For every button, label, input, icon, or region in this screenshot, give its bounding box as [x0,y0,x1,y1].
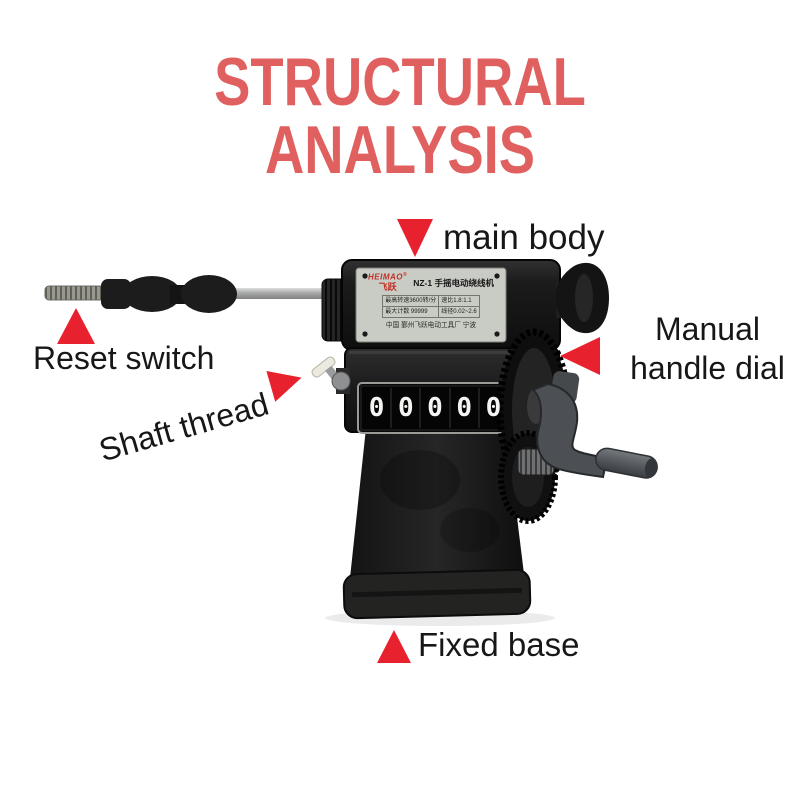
counter-digit: 0 [456,393,473,423]
counter-digit-cell: 0 [419,388,448,428]
spec-row: 最高转速3600转/分 速比1.8:1.1 [382,294,480,307]
spec-table: 最高转速3600转/分 速比1.8:1.1 最大计数 99999 线径0.02~… [382,294,480,318]
brand-name: HEIMAO [368,272,404,282]
counter-digit: 0 [397,393,414,423]
spec-row: 最大计数 99999 线径0.02~2.6 [382,305,480,318]
factory-line: 中国 鄞州飞跃电动工具厂 宁波 [385,321,477,329]
counter-digit-cell: 0 [448,388,478,428]
annotation-main-body: main body [397,216,604,260]
brand-logo: HEIMAO® 飞跃 [368,273,407,292]
spec-cell: 速比1.8:1.1 [438,294,480,307]
brand-name-cn: 飞跃 [378,281,397,292]
counter-digit: 0 [368,393,385,423]
counter-display: 0 0 0 0 0 [363,388,507,428]
manual-handle-line2: handle dial [630,350,785,386]
page-title: STRUCTURAL ANALYSIS [214,44,586,188]
name-plate: HEIMAO® 飞跃 NZ-1 手摇电动绕线机 最高转速3600转/分 速比1.… [357,268,505,342]
arrow-down-icon [397,219,433,257]
crank-handle [530,371,658,479]
counter-digit-cell: 0 [390,388,419,428]
fixed-base [342,428,532,620]
counter-digit: 0 [485,393,502,423]
manual-handle-line1: Manual [655,311,760,347]
counter-digit-cell: 0 [363,388,390,428]
counter-digit: 0 [427,393,443,423]
crank-arm [530,382,609,479]
main-body-label: main body [443,218,605,257]
spindle-end [556,262,609,334]
plate-header: HEIMAO® 飞跃 NZ-1 手摇电动绕线机 [362,273,500,292]
model-title: NZ-1 手摇电动绕线机 [413,278,494,288]
reset-switch-part [101,275,237,313]
reset-switch-label: Reset switch [33,340,215,376]
arrow-left-icon [560,337,600,375]
counter-digit-cell: 0 [477,388,507,428]
spec-cell: 线径0.02~2.6 [438,305,480,318]
registered-mark: ® [403,272,408,278]
spec-cell: 最高转速3600转/分 [382,294,440,307]
manual-handle-dial-label: Manual handle dial [615,310,800,388]
spec-cell: 最大计数 99999 [382,305,440,318]
arrow-up-icon [377,630,411,663]
fixed-base-label: Fixed base [418,626,580,663]
counter-reset-lever [311,356,351,394]
arrow-up-icon [57,308,95,344]
plate-screws [362,273,500,337]
